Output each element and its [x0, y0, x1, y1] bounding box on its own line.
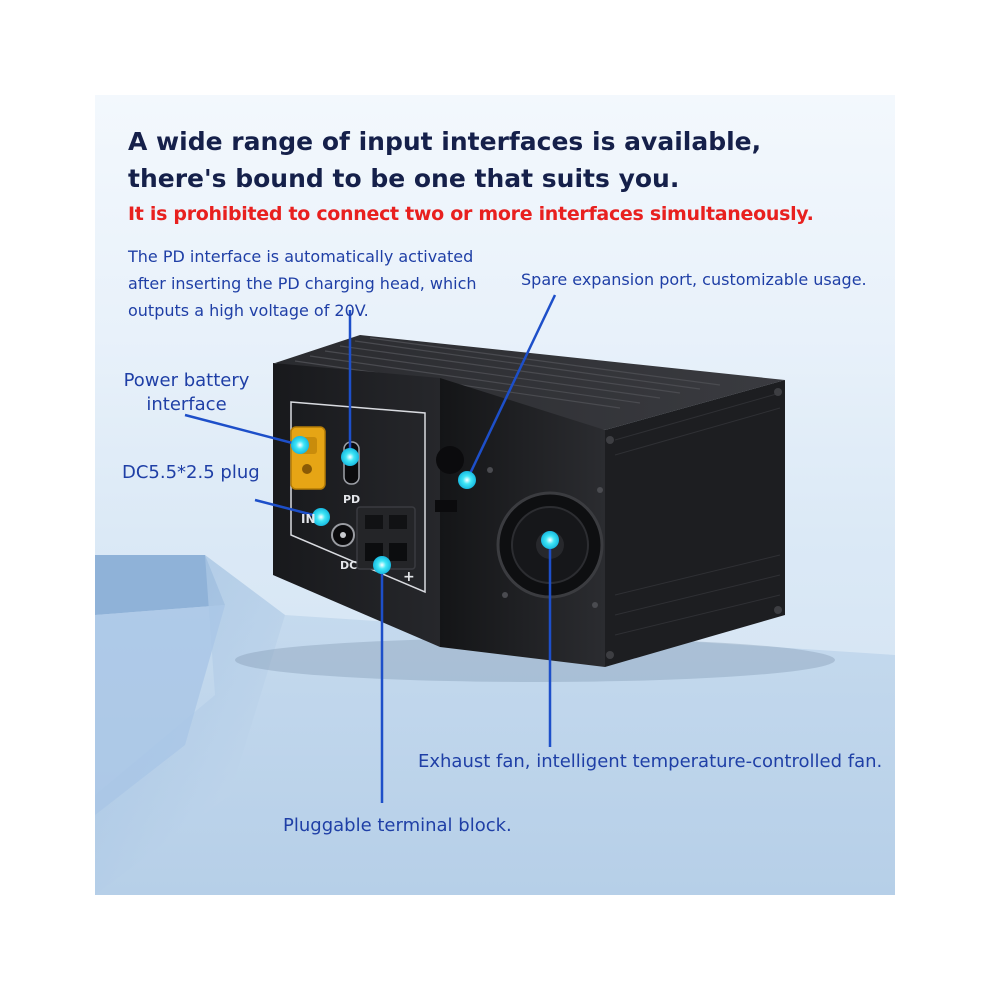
product-illustration: PD IN DC +: [95, 294, 895, 895]
table-edge-shadow: [95, 555, 225, 615]
spare-port-label: Spare expansion port, customizable usage…: [521, 270, 867, 289]
headline: A wide range of input interfaces is avai…: [128, 127, 762, 193]
callout-lines: [184, 294, 557, 803]
power-battery-label: Power battery interface: [123, 370, 250, 415]
case-top: [275, 335, 785, 430]
table-leg-shadow: [95, 605, 225, 815]
pd-interface-note: The PD interface is automatically activa…: [128, 247, 477, 320]
product-scene: PD IN DC + A wide range of input interfa…: [95, 95, 895, 895]
panel-label-in: IN: [301, 512, 316, 526]
exhaust-fan-label: Exhaust fan, intelligent temperature-con…: [418, 751, 883, 772]
fan-face: [605, 380, 785, 667]
spare-port-hole: [436, 446, 464, 474]
xt60-connector: [290, 426, 326, 490]
panel-outline: [290, 401, 426, 594]
terminal-block-label: Pluggable terminal block.: [283, 815, 512, 836]
panel-label-plus: +: [403, 569, 415, 585]
warning-text: It is prohibited to connect two or more …: [128, 203, 814, 225]
callout-dots: [291, 436, 559, 574]
device-shadow: [235, 638, 835, 682]
spare-slot: [435, 500, 457, 512]
side-ribs: [614, 392, 781, 636]
panel-label-pd: PD: [343, 493, 360, 506]
table-surface: [95, 555, 895, 895]
dc-plug-label: DC5.5*2.5 plug: [122, 462, 260, 483]
panel-label-dc: DC: [340, 559, 357, 572]
